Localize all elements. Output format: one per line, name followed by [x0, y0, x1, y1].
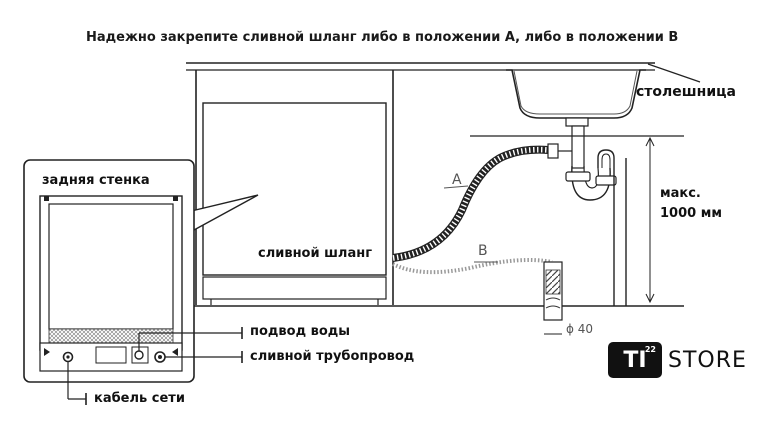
position-a-label: A	[452, 172, 462, 188]
drain-hose-label: сливной шланг	[258, 246, 372, 261]
logo-word: STORE	[668, 347, 747, 373]
callout-pointer	[182, 194, 259, 237]
panel-leaders	[67, 327, 243, 405]
max-height-label-line2: 1000 мм	[660, 206, 722, 221]
power-cable-label: кабель сети	[94, 391, 185, 406]
store-logo: TI 22 STORE	[608, 340, 747, 380]
max-height-label-line1: макс.	[660, 186, 701, 201]
water-inlet-port	[134, 350, 144, 360]
standpipe	[543, 261, 563, 335]
dishwasher-cabinet	[195, 70, 394, 305]
diameter-label: ϕ 40	[566, 322, 593, 336]
logo-mark: TI 22	[608, 342, 662, 378]
instruction-title: Надежно закрепите сливной шланг либо в п…	[86, 30, 679, 45]
water-inlet-label: подвод воды	[250, 324, 351, 339]
height-dimension	[470, 135, 684, 304]
siphon-trap	[547, 125, 627, 306]
drain-hose-position-a	[392, 145, 549, 262]
drain-pipe-label: сливной трубопровод	[250, 349, 415, 364]
drain-hose-position-b	[392, 258, 553, 275]
countertop-label: столешница	[636, 84, 736, 100]
back-panel-inset	[23, 159, 195, 383]
leader-a	[443, 185, 469, 189]
back-wall-label: задняя стенка	[42, 173, 150, 188]
position-b-label: B	[478, 243, 488, 259]
logo-superscript: 22	[644, 345, 656, 354]
sink	[506, 69, 646, 127]
logo-mark-text: TI	[623, 347, 647, 373]
countertop	[186, 62, 701, 83]
